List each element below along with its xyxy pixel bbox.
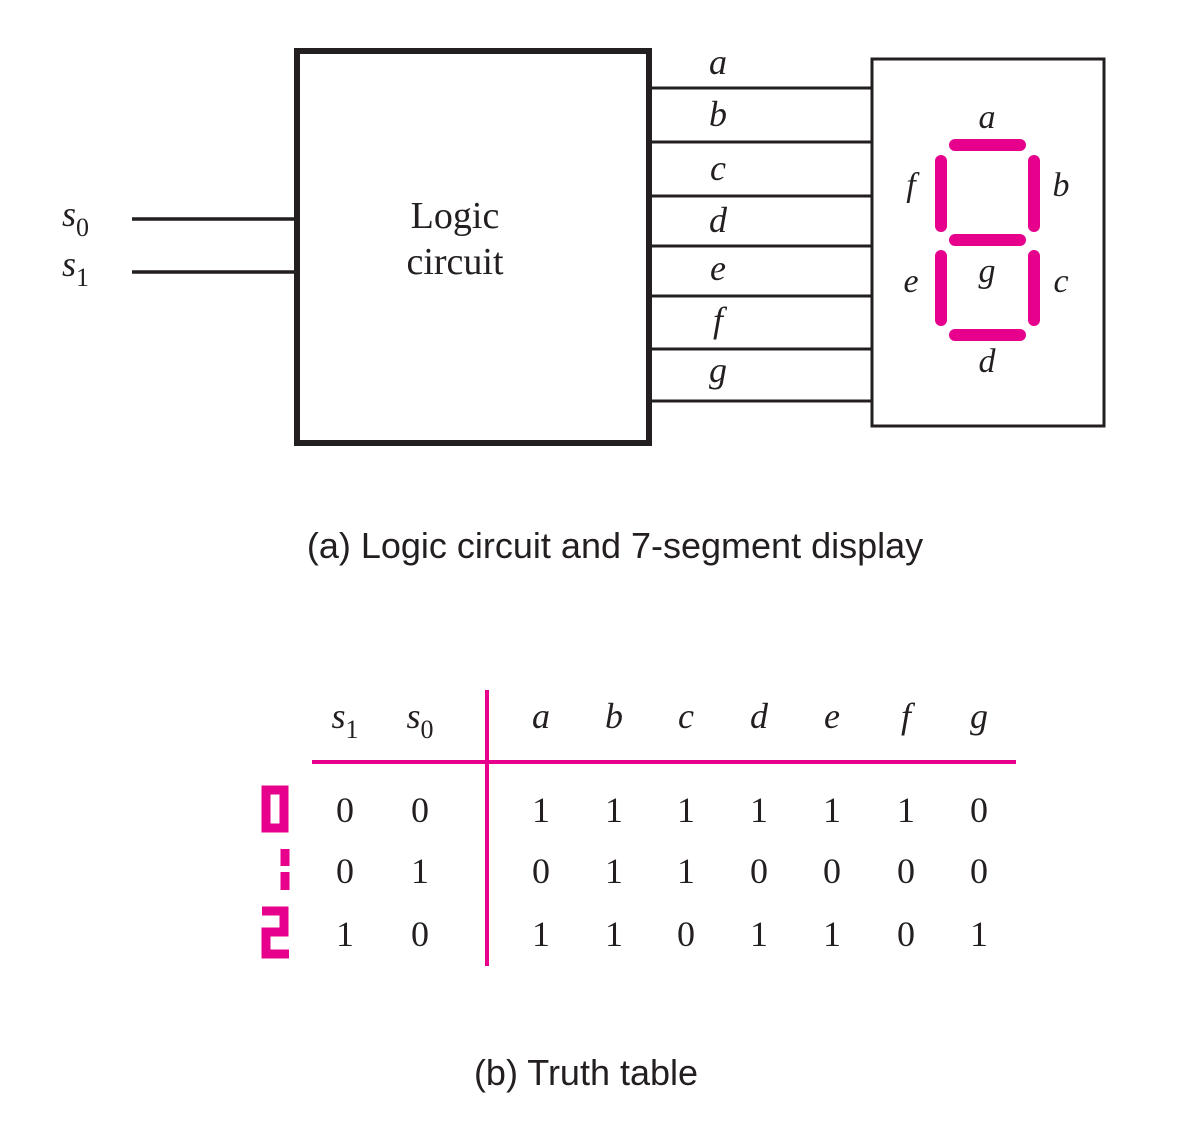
row-digit-0-icon (261, 785, 289, 833)
output-label-g: g (709, 350, 727, 390)
row-digit-2-icon (261, 906, 289, 959)
caption-a: (a) Logic circuit and 7-segment display (307, 525, 923, 566)
output-wires (649, 86, 872, 403)
input-lines (132, 217, 297, 274)
truth-table-cell: 1 (823, 790, 841, 830)
truth-table-cell: 0 (970, 790, 988, 830)
truth-table-cell: 1 (970, 914, 988, 954)
input-label-s1: s1 (62, 244, 89, 292)
truth-table-cell: 1 (750, 790, 768, 830)
truth-table-cell: 0 (897, 914, 915, 954)
truth-table-rows: 0 0 1 1 1 1 1 1 0 0 1 0 1 1 0 0 0 0 1 0 1 1 0 1 1 0 1 (336, 790, 988, 954)
header-c: c (678, 696, 694, 736)
header-f: f (901, 696, 916, 736)
truth-table-cell: 0 (897, 851, 915, 891)
display-label-e: e (903, 263, 918, 300)
truth-table-cell: 0 (750, 851, 768, 891)
truth-table-cell: 1 (605, 851, 623, 891)
truth-table-cell: 1 (897, 790, 915, 830)
output-label-a: a (709, 42, 727, 82)
header-a: a (532, 696, 550, 736)
truth-table-cell: 0 (336, 790, 354, 830)
truth-table-cell: 1 (532, 790, 550, 830)
truth-table-cell: 0 (411, 790, 429, 830)
input-label-s0: s0 (62, 194, 89, 242)
display-label-b: b (1053, 167, 1070, 204)
truth-table-cell: 1 (605, 790, 623, 830)
truth-table-cell: 0 (677, 914, 695, 954)
truth-table-cell: 1 (605, 914, 623, 954)
truth-table-cell: 0 (532, 851, 550, 891)
digit-2-shape (261, 906, 289, 959)
output-label-b: b (709, 94, 727, 134)
seven-segment-display-box (870, 57, 1106, 428)
truth-table-cell: 1 (532, 914, 550, 954)
truth-table-cell: 0 (411, 914, 429, 954)
truth-table-cell: 1 (750, 914, 768, 954)
seven-segment-digit (935, 139, 1040, 341)
display-label-d: d (979, 343, 997, 380)
truth-table-cell: 1 (677, 851, 695, 891)
output-label-e: e (710, 248, 726, 288)
truth-table-cell: 1 (411, 851, 429, 891)
header-g: g (970, 696, 988, 736)
display-label-c: c (1053, 263, 1068, 300)
display-label-a: a (979, 99, 996, 136)
truth-table-cell: 1 (336, 914, 354, 954)
header-s1: s1 (331, 696, 358, 744)
header-e: e (824, 696, 840, 736)
output-label-c: c (710, 148, 726, 188)
truth-table-cell: 1 (823, 914, 841, 954)
logic-circuit-label-line1: Logic (411, 195, 500, 237)
truth-table-cell: 0 (823, 851, 841, 891)
header-d: d (750, 696, 769, 736)
truth-table-cell: 0 (336, 851, 354, 891)
display-label-f: f (906, 167, 920, 204)
display-label-g: g (979, 253, 996, 290)
output-label-d: d (709, 200, 728, 240)
digit-0-shape (261, 785, 289, 833)
output-label-f: f (713, 300, 728, 340)
truth-table-cell: 1 (677, 790, 695, 830)
logic-circuit-label-line2: circuit (406, 241, 504, 283)
header-s0: s0 (406, 696, 433, 744)
header-b: b (605, 696, 623, 736)
caption-b: (b) Truth table (474, 1052, 698, 1093)
truth-table-cell: 0 (970, 851, 988, 891)
